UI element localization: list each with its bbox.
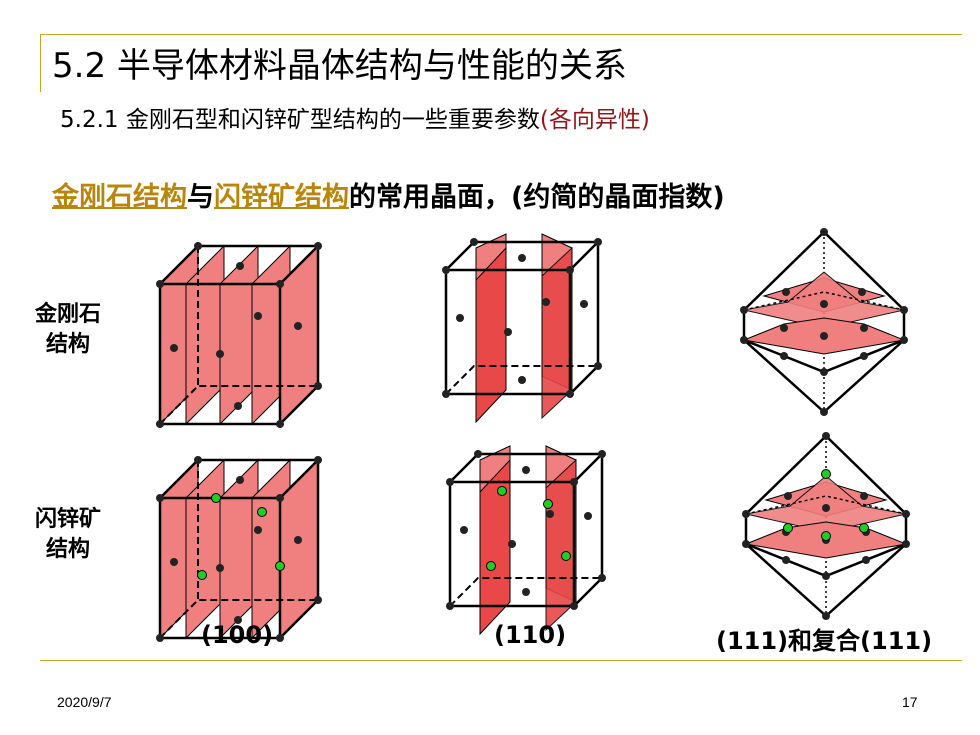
link-diamond-structure[interactable]: 金刚石结构 xyxy=(52,182,187,213)
col-label-100: (100) xyxy=(201,621,274,649)
diamond-110-figure xyxy=(440,232,604,424)
diamond-100-figure xyxy=(154,240,324,430)
lead-rest: 的常用晶面，(约简的晶面指数) xyxy=(349,182,725,213)
zincblende-110-figure xyxy=(444,444,608,636)
row-label-diamond-l2: 结构 xyxy=(45,332,90,357)
slide-title: 5.2 半导体材料晶体结构与性能的关系 xyxy=(52,46,627,86)
page-number: 17 xyxy=(902,694,918,710)
zincblende-110-green-atoms xyxy=(486,486,571,571)
slide-subtitle: 5.2.1 金刚石型和闪锌矿型结构的一些重要参数(各向异性) xyxy=(60,100,650,134)
title-accent-bar xyxy=(40,34,41,92)
row-label-zincblende: 闪锌矿结构 xyxy=(20,505,116,565)
link-zincblende-structure[interactable]: 闪锌矿结构 xyxy=(214,182,349,213)
zincblende-100-green-atoms xyxy=(197,493,285,580)
row-label-diamond: 金刚石结构 xyxy=(20,300,116,360)
zincblende-100-figure xyxy=(154,454,324,644)
footer-date: 2020/9/7 xyxy=(57,694,112,710)
crystal-plane-figures xyxy=(154,226,912,644)
bottom-rule xyxy=(40,660,962,661)
zincblende-111-green-atoms xyxy=(783,469,869,541)
subtitle-main: 5.2.1 金刚石型和闪锌矿型结构的一些重要参数 xyxy=(60,107,540,133)
row-label-zincblende-l2: 结构 xyxy=(45,537,90,562)
lead-sentence: 金刚石结构与闪锌矿结构的常用晶面，(约简的晶面指数) xyxy=(52,175,725,214)
row-label-diamond-l1: 金刚石 xyxy=(34,302,101,327)
diamond-111-figure xyxy=(738,226,910,418)
col-label-111: (111)和复合(111) xyxy=(716,627,933,655)
row-label-zincblende-l1: 闪锌矿 xyxy=(34,507,101,532)
lead-mid: 与 xyxy=(187,182,214,213)
col-label-110: (110) xyxy=(494,621,567,649)
top-rule xyxy=(40,34,962,35)
zincblende-111-figure xyxy=(740,430,912,622)
subtitle-paren: (各向异性) xyxy=(539,107,650,133)
